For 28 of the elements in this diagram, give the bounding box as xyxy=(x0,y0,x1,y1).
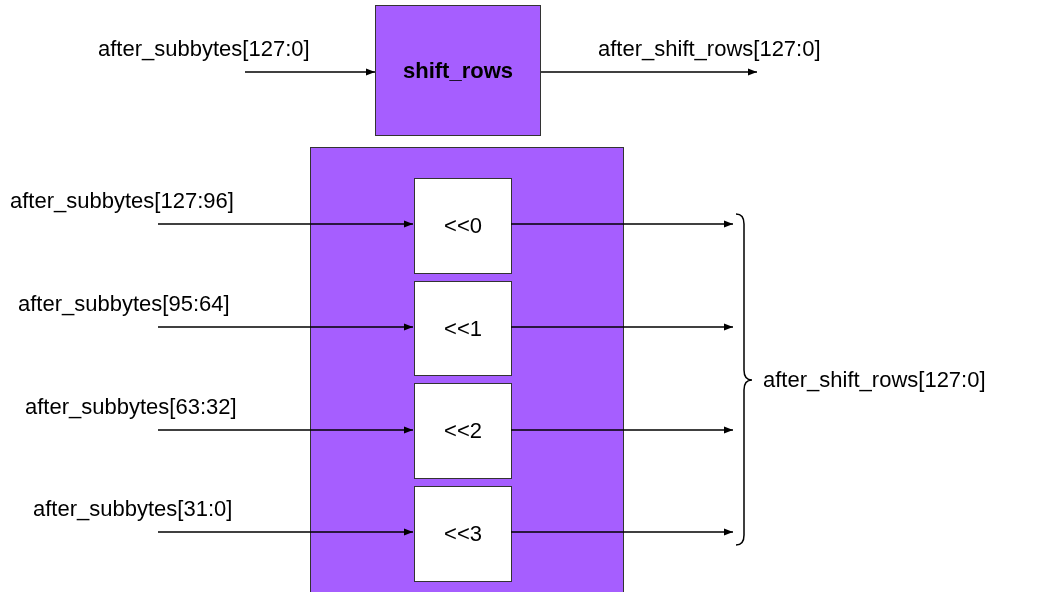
block-label: <<0 xyxy=(444,213,482,239)
block-label: <<2 xyxy=(444,418,482,444)
arrow xyxy=(157,220,414,228)
arrow xyxy=(540,68,758,76)
arrow xyxy=(510,220,734,228)
arrow xyxy=(244,68,376,76)
signal-label: after_shift_rows[127:0] xyxy=(763,367,986,393)
arrow xyxy=(510,528,734,536)
signal-label: after_subbytes[127:96] xyxy=(10,190,234,212)
arrow xyxy=(157,528,414,536)
shift-box xyxy=(414,281,512,376)
arrow xyxy=(157,323,414,331)
signal-label: after_subbytes[127:0] xyxy=(98,38,310,60)
block-label: <<1 xyxy=(444,315,482,342)
signal-label: after_subbytes[95:64] xyxy=(18,293,230,315)
arrow xyxy=(510,323,734,331)
signal-label: after_shift_rows[127:0] xyxy=(598,38,821,60)
arrow xyxy=(510,426,734,434)
block-label: shift_rows xyxy=(403,57,513,84)
module-block xyxy=(310,147,624,592)
signal-label: after_subbytes[63:32] xyxy=(25,396,237,418)
shift-box xyxy=(414,178,512,274)
shift-box xyxy=(414,383,512,479)
arrow xyxy=(157,426,414,434)
block-label: <<3 xyxy=(444,521,482,547)
process-block xyxy=(375,5,541,136)
signal-label: after_subbytes[31:0] xyxy=(33,498,233,520)
shift-box xyxy=(414,486,512,582)
